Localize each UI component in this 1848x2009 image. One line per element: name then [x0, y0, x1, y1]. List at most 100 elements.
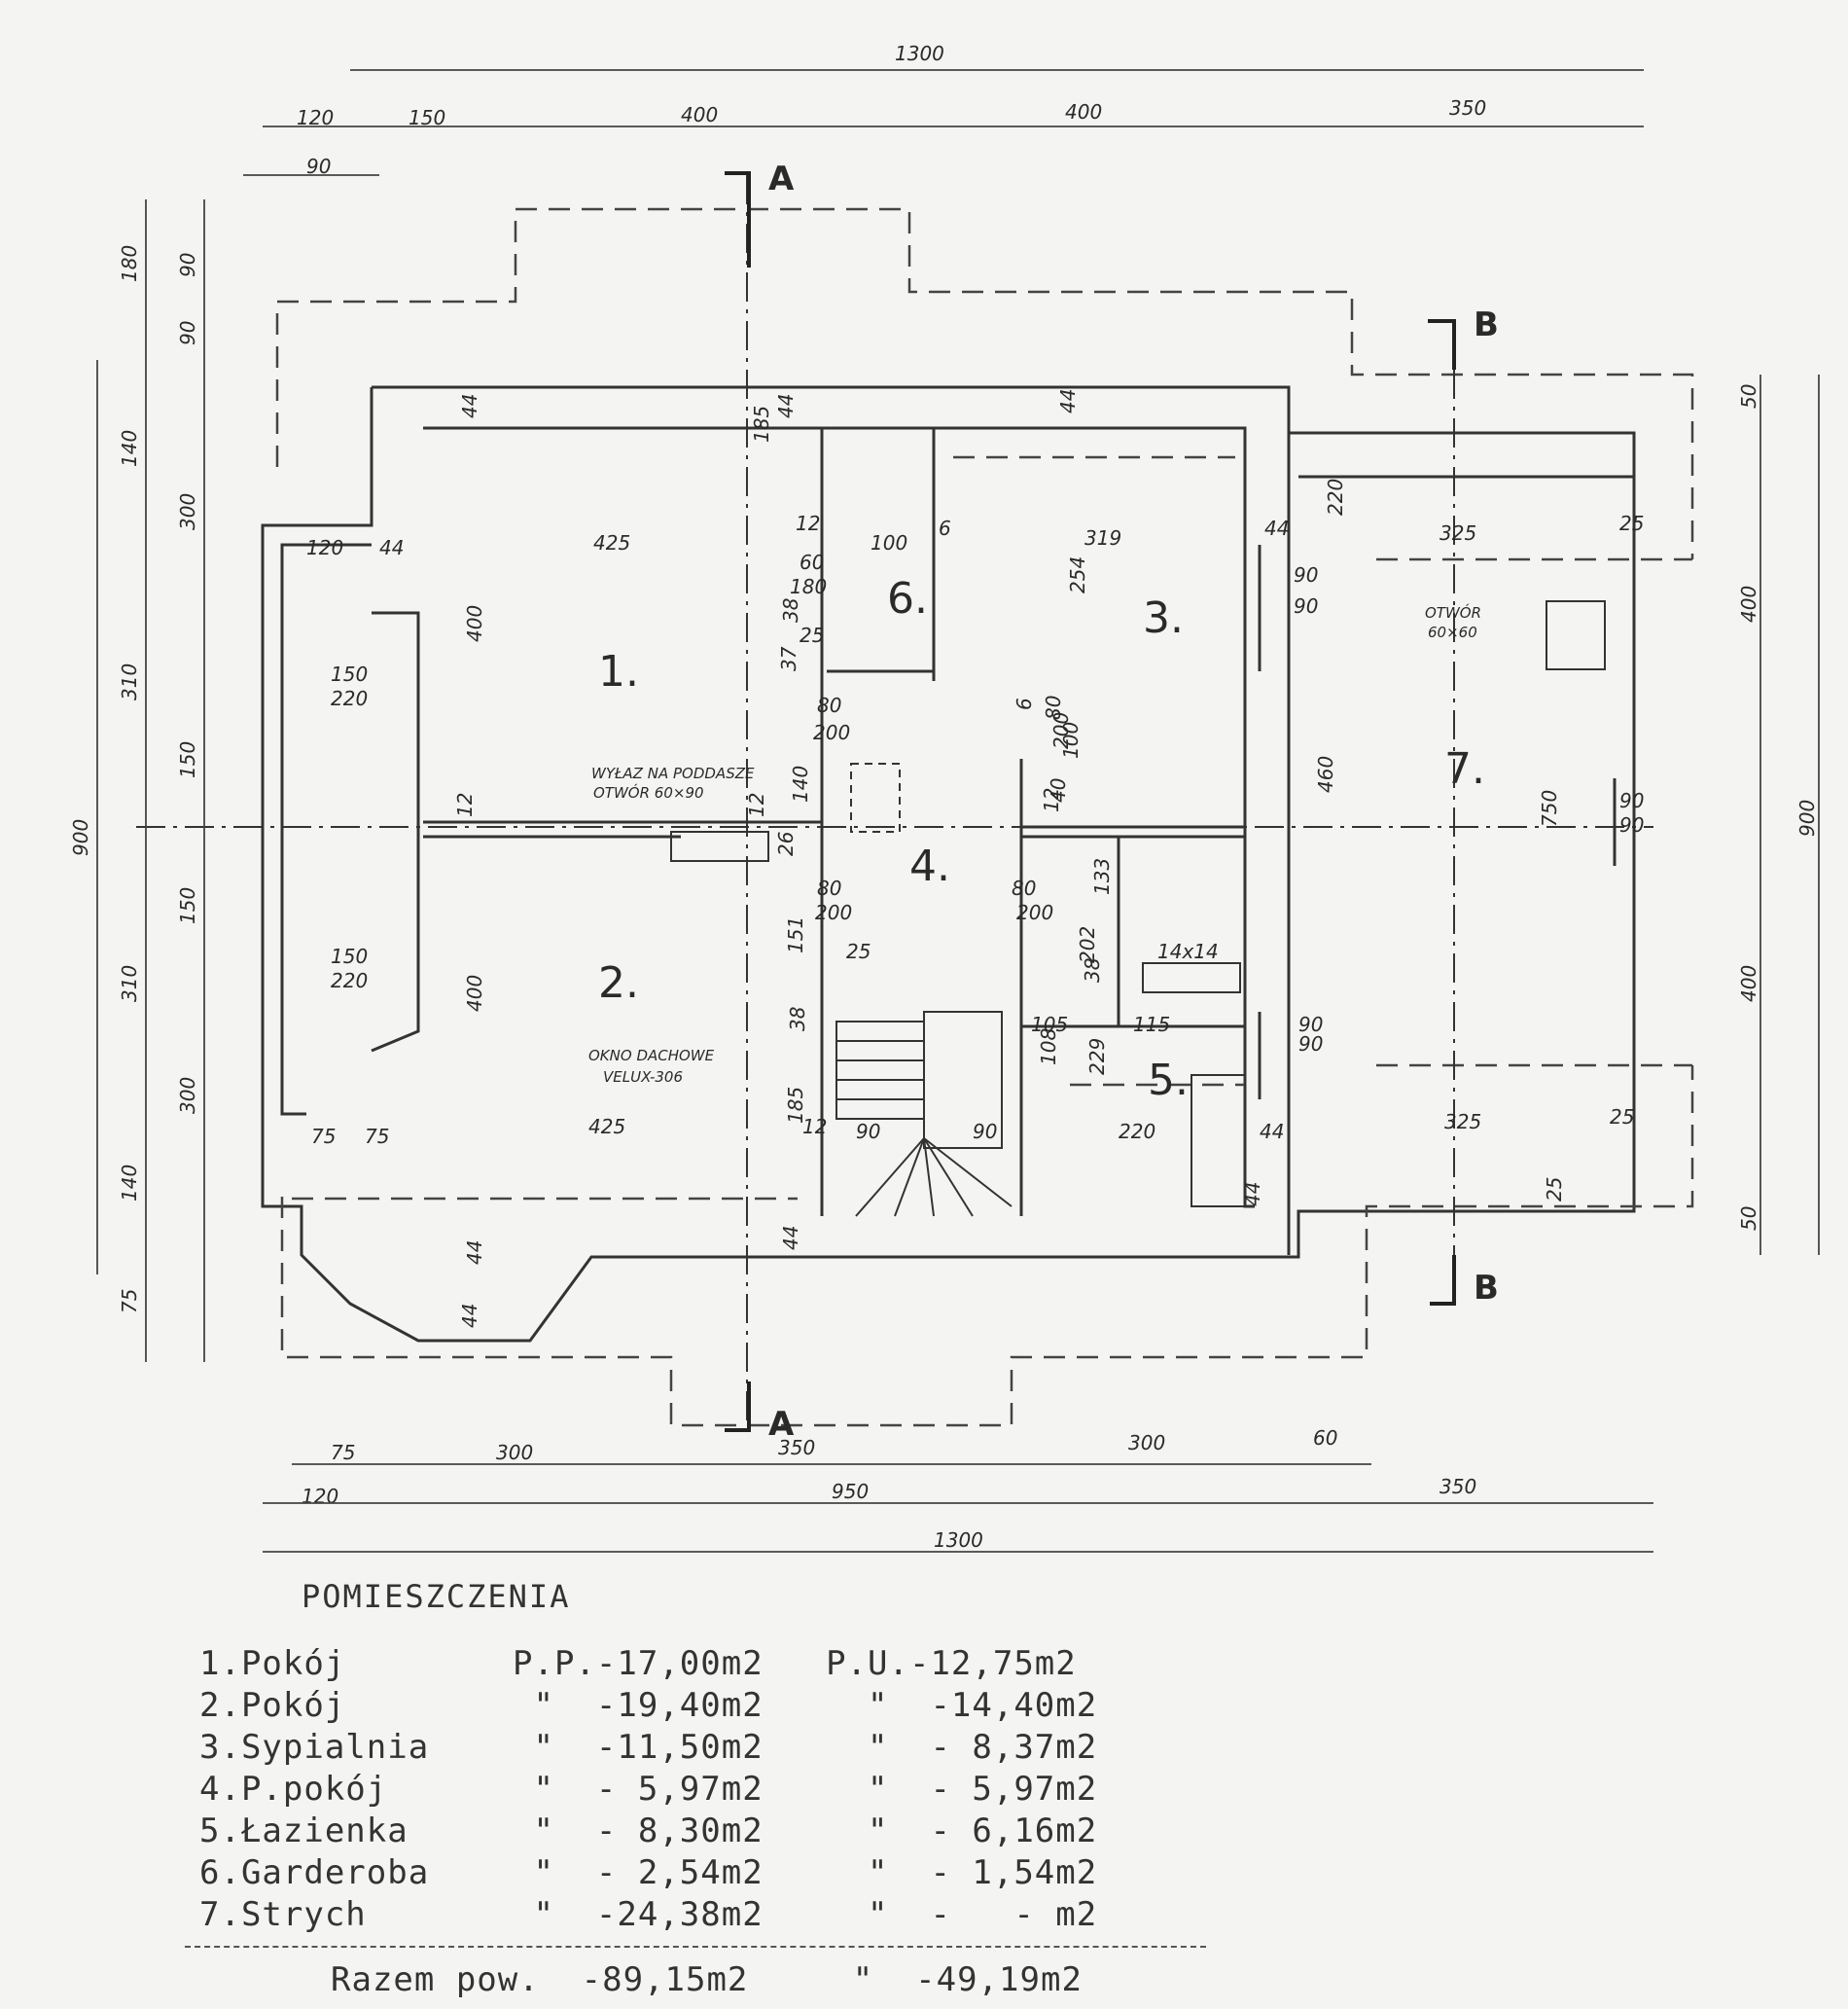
- dim-interior-6: 185: [750, 406, 773, 443]
- dim-left-11: 75: [118, 1289, 141, 1313]
- section-lines: [136, 175, 1653, 1440]
- dim-interior-73: 75: [311, 1125, 336, 1148]
- section-label-a-top: A: [768, 160, 795, 198]
- dim-top-5: 350: [1449, 96, 1486, 120]
- dim-interior-60: 108: [1037, 1028, 1060, 1065]
- room-number-7: 7.: [1444, 744, 1485, 794]
- dim-top-1: 120: [297, 106, 334, 129]
- dim-left-7: 150: [176, 887, 199, 924]
- dim-interior-39: 12: [1040, 788, 1063, 812]
- dim-interior-9: 6: [939, 517, 951, 540]
- dim-bottom-2: 350: [778, 1436, 815, 1459]
- dim-interior-33: 40: [1047, 778, 1070, 803]
- dim-interior-8: 100: [871, 531, 907, 555]
- note-okno: OKNO DACHOWE: [588, 1047, 715, 1064]
- dim-left-10: 140: [118, 1165, 141, 1202]
- dim-interior-31: 100: [1059, 722, 1083, 759]
- dim-interior-2: 44: [1056, 389, 1080, 413]
- room-number-3: 3.: [1143, 593, 1184, 643]
- dim-interior-41: 140: [789, 766, 812, 803]
- dim-interior-67: 220: [1119, 1120, 1155, 1143]
- dim-interior-72: 44: [1241, 1182, 1264, 1206]
- dim-bottom-0: 75: [331, 1441, 355, 1464]
- dim-interior-56: 115: [1133, 1013, 1170, 1036]
- dim-interior-71: 25: [1543, 1177, 1566, 1202]
- lower-floor-outline: [275, 207, 1694, 1427]
- dim-left-5: 310: [118, 664, 141, 700]
- dim-interior-47: 202: [1076, 926, 1099, 963]
- dim-interior-77: 44: [779, 1226, 802, 1250]
- room-number-2: 2.: [598, 958, 639, 1008]
- dim-interior-50: 400: [463, 975, 486, 1012]
- dim-interior-26: 80: [817, 694, 841, 717]
- dim-interior-37: 12: [453, 793, 477, 817]
- dim-interior-11: 254: [1066, 556, 1089, 593]
- room-number-4: 4.: [909, 842, 950, 891]
- dim-interior-51: 151: [784, 916, 807, 953]
- dim-bottom-8: 1300: [934, 1528, 983, 1552]
- dim-top-3: 400: [681, 103, 718, 126]
- dim-interior-16: 90: [1294, 563, 1318, 587]
- dim-interior-63: 185: [784, 1087, 807, 1124]
- dim-left-1: 90: [176, 253, 199, 277]
- dim-interior-59: 38: [786, 1007, 809, 1031]
- dim-interior-24: 220: [331, 687, 368, 710]
- room-number-5: 5.: [1148, 1056, 1189, 1105]
- dim-interior-27: 200: [813, 721, 850, 744]
- dim-interior-69: 325: [1444, 1110, 1481, 1133]
- dim-interior-75: 44: [463, 1240, 486, 1265]
- dim-interior-57: 90: [1298, 1013, 1323, 1036]
- dim-right-3: 400: [1737, 965, 1760, 1002]
- section-label-b-top: B: [1474, 305, 1499, 344]
- dim-bottom-5: 120: [302, 1485, 338, 1508]
- dim-bottom-3: 300: [1128, 1431, 1165, 1454]
- dim-interior-76: 44: [458, 1304, 481, 1328]
- dim-interior-13: 325: [1439, 521, 1476, 545]
- dim-interior-44: 80: [1012, 877, 1036, 900]
- dim-interior-20: 38: [779, 598, 802, 623]
- dim-interior-38: 12: [745, 793, 768, 817]
- dim-bottom-6: 950: [832, 1480, 869, 1503]
- dim-right-1: 400: [1737, 586, 1760, 623]
- dim-interior-12: 44: [1264, 517, 1289, 540]
- dim-interior-48: 150: [331, 945, 368, 968]
- dim-interior-36: 90: [1619, 813, 1644, 837]
- dim-left-8: 310: [118, 965, 141, 1002]
- dim-interior-5: 44: [379, 536, 404, 559]
- dim-left-6: 150: [176, 741, 199, 778]
- dim-interior-21: 25: [800, 624, 824, 647]
- dim-interior-19: 180: [790, 575, 827, 598]
- dim-left-2: 90: [176, 321, 199, 345]
- dim-interior-18: 60: [800, 551, 824, 574]
- dim-interior-23: 150: [331, 663, 368, 686]
- dim-interior-42: 80: [817, 877, 841, 900]
- section-label-b-bottom: B: [1474, 1269, 1499, 1308]
- dim-interior-7: 12: [796, 512, 820, 535]
- dim-interior-68: 44: [1260, 1120, 1284, 1143]
- dim-bottom-1: 300: [496, 1441, 533, 1464]
- dim-left-4: 300: [176, 493, 199, 530]
- dim-left-3: 140: [118, 430, 141, 467]
- section-label-a-bottom: A: [768, 1405, 795, 1444]
- section-markers: [725, 171, 1456, 1432]
- dim-right-4: 50: [1737, 1206, 1760, 1231]
- dim-interior-29: 80: [1042, 696, 1065, 720]
- dim-top-4: 400: [1065, 100, 1102, 124]
- dim-interior-65: 90: [856, 1120, 880, 1143]
- dim-interior-3: 425: [593, 531, 630, 555]
- dim-interior-40: 26: [774, 832, 798, 856]
- dim-interior-10: 319: [1084, 526, 1121, 550]
- dim-interior-45: 200: [1016, 901, 1053, 924]
- room-number-6: 6.: [887, 574, 928, 624]
- stairs: [670, 600, 1606, 1217]
- dim-interior-74: 75: [365, 1125, 389, 1148]
- note-otwor-size: 60×60: [1428, 624, 1477, 641]
- dim-left-9: 300: [176, 1077, 199, 1114]
- dim-interior-32: 460: [1314, 756, 1337, 793]
- dim-interior-25: 400: [463, 605, 486, 642]
- dimension-labels: 1300 120 150 400 400 350 90 75 300 350 300 60 120 950…: [69, 42, 1819, 1552]
- dim-interior-66: 90: [973, 1120, 997, 1143]
- dim-interior-52: 25: [846, 940, 871, 963]
- dim-interior-55: 105: [1031, 1013, 1068, 1036]
